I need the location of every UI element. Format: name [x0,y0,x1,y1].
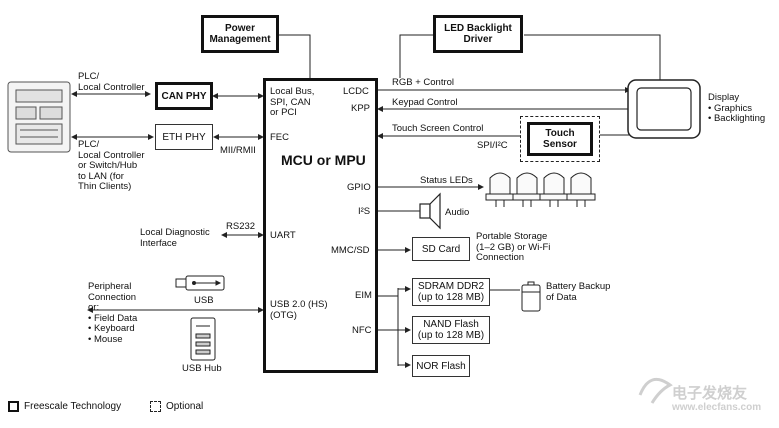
nand-flash-block: NAND Flash (up to 128 MB) [412,316,490,344]
mii-label: MII/RMII [220,145,256,156]
port-nfc: NFC [352,325,372,336]
eth-phy-block: ETH PHY [155,124,213,150]
power-feed-line [270,34,311,78]
usb-label: USB [194,295,214,306]
port-i2s: I²S [358,206,371,217]
legend-freescale-swatch [8,401,19,412]
mcu-title: MCU or MPU [281,152,366,168]
usb-hub-icon [190,317,216,361]
speaker-icon [419,192,441,230]
battery-label: Battery Backup of Data [546,281,611,303]
mcu-block [263,78,378,373]
usb-stick-icon [175,275,225,291]
can-phy-block: CAN PHY [155,82,213,110]
spi-i2c-label: SPI/I²C [477,140,508,151]
nor-flash-block: NOR Flash [412,355,470,377]
sd-card-block: SD Card [412,237,470,261]
led-icons [485,172,596,207]
rs232-label: RS232 [226,221,256,232]
port-kpp: KPP [351,103,371,114]
watermark-url: www.elecfans.com [672,402,762,413]
legend-optional-label: Optional [166,401,204,412]
usb-hub-label: USB Hub [182,363,222,374]
legend-optional-swatch [150,401,161,412]
power-management-block: Power Management [201,15,279,53]
keypad-label: Keypad Control [392,97,458,108]
peripheral-label: Peripheral Connection or: • Field Data •… [88,281,138,345]
diag-label: Local Diagnostic Interface [140,227,210,249]
led-feed-line [524,34,661,83]
touch-sensor-block: Touch Sensor [527,122,593,156]
port-lcdc: LCDC [343,86,369,97]
watermark-logo-icon [638,377,673,404]
led-backlight-driver-block: LED Backlight Driver [433,15,523,53]
audio-label: Audio [445,207,470,218]
display-icon [627,79,701,139]
port-gpio: GPIO [347,182,371,193]
port-local-bus: Local Bus, SPI, CAN or PCI [270,86,315,118]
port-uart: UART [270,230,296,241]
plc-device-icon [7,81,71,153]
watermark-cn: 电子发烧友 [672,385,748,402]
status-leds-label: Status LEDs [420,175,473,186]
eim-bus [378,288,399,366]
touch-label: Touch Screen Control [392,123,484,134]
rgb-label: RGB + Control [392,77,455,88]
sdram-block: SDRAM DDR2 (up to 128 MB) [412,278,490,306]
port-fec: FEC [270,132,289,143]
battery-icon [521,281,541,312]
plc-label-2: PLC/ Local Controller or Switch/Hub to L… [78,139,145,192]
display-label: Display • Graphics • Backlighting [708,92,766,124]
portable-storage-label: Portable Storage (1–2 GB) or Wi-Fi Conne… [476,231,551,263]
led-to-mcu-line [399,34,440,78]
legend-freescale-label: Freescale Technology [24,401,122,412]
port-usb: USB 2.0 (HS) (OTG) [270,299,328,321]
port-mmc: MMC/SD [331,245,370,256]
port-eim: EIM [355,290,372,301]
plc-label-1: PLC/ Local Controller [78,71,145,93]
